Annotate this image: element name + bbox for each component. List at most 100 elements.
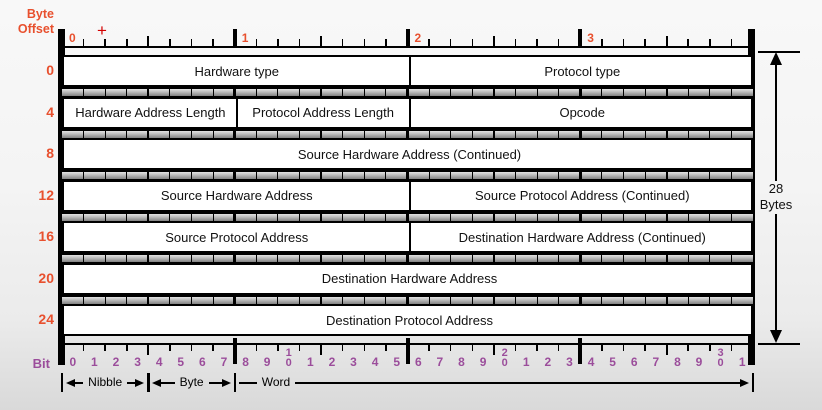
bit-number: 8 — [458, 355, 465, 369]
field-cell: Protocol Address Length — [252, 105, 394, 120]
field-cell: Opcode — [559, 105, 606, 120]
separator-line — [191, 296, 193, 304]
field-cell: Destination Hardware Address — [321, 271, 498, 286]
separator-line — [277, 89, 279, 96]
separator-line — [277, 213, 279, 221]
separator-line — [385, 89, 387, 96]
separator-line — [665, 296, 668, 304]
field-cell: Source Hardware Address — [160, 188, 313, 203]
arrow-right-icon — [740, 378, 749, 387]
bit-tick — [190, 39, 193, 47]
separator-line — [601, 89, 603, 96]
row-offset-label: 4 — [46, 103, 54, 120]
separator-line — [385, 296, 387, 304]
bit-number: 9 — [479, 355, 487, 369]
separator-line — [255, 213, 257, 221]
arrow-up-icon — [770, 52, 782, 65]
separator-line — [255, 255, 257, 262]
bit-tick — [277, 344, 279, 351]
size-indicator-value: 28 — [768, 181, 784, 196]
measure-bar — [751, 373, 755, 392]
row-offset-label: 16 — [38, 228, 54, 244]
separator-line — [514, 213, 516, 221]
separator-line — [644, 255, 646, 262]
separator-line — [471, 89, 473, 96]
separator-line — [428, 255, 430, 262]
row-offset-label: 12 — [38, 186, 54, 203]
separator-line — [428, 172, 430, 179]
separator-line — [601, 255, 603, 262]
measure-bar — [60, 373, 64, 392]
row-offset-label: 24 — [38, 311, 54, 327]
separator-line — [363, 213, 365, 221]
separator-line — [622, 213, 624, 221]
separator-line — [450, 172, 452, 179]
bit-tick — [104, 344, 106, 351]
separator-line — [342, 89, 344, 96]
separator-line — [687, 89, 689, 96]
bit-tick — [298, 344, 301, 351]
separator-line — [730, 255, 732, 262]
separator-line — [363, 255, 365, 262]
measure-line — [208, 381, 222, 384]
nibble-tick — [492, 36, 495, 47]
bit-tick — [277, 39, 279, 47]
separator-line — [428, 89, 430, 96]
separator-line — [147, 296, 150, 304]
bit-tick — [730, 344, 733, 351]
measure-line — [238, 381, 257, 384]
separator-line — [83, 172, 85, 179]
byte-offset-label-line2: Offset — [17, 22, 54, 36]
bit-number: 3 — [566, 355, 573, 369]
separator-line — [578, 172, 582, 179]
separator-line — [578, 255, 582, 262]
separator-line — [536, 296, 538, 304]
separator-line — [709, 172, 711, 179]
separator-line — [514, 89, 516, 96]
measure-line — [127, 381, 136, 384]
field-cell: Source Protocol Address — [165, 229, 309, 245]
arrow-right-icon — [135, 378, 145, 387]
separator-line — [169, 255, 171, 262]
left-frame-bar — [58, 29, 65, 365]
separator-line — [83, 213, 85, 221]
separator-line — [385, 172, 387, 179]
measure-segment: Byte — [152, 374, 231, 391]
row-offset-label: 8 — [46, 145, 54, 161]
field-cell: Destination Protocol Address — [326, 312, 493, 328]
bit-tick — [169, 344, 171, 351]
separator-line — [536, 255, 538, 262]
separator-line — [342, 255, 344, 262]
separator-line — [536, 89, 538, 96]
bit-tick — [126, 344, 128, 351]
separator-line — [601, 213, 603, 221]
separator-line — [730, 172, 732, 179]
packet-row: Destination Protocol Address — [62, 304, 753, 336]
cell-divider — [408, 181, 411, 210]
separator-line — [191, 130, 193, 138]
nibble-tick — [147, 36, 150, 47]
nibble-tick — [320, 36, 323, 47]
measure-segment: Nibble — [66, 374, 145, 391]
separator-line — [687, 130, 689, 138]
separator-line — [406, 255, 409, 262]
separator-line — [450, 89, 452, 96]
separator-line — [104, 89, 106, 96]
packet-row: Source Hardware Address (Continued) — [62, 138, 753, 170]
field-cell: Source Protocol Address (Continued) — [474, 188, 690, 203]
separator-line — [233, 89, 237, 96]
separator-line — [558, 172, 560, 179]
separator-line — [471, 296, 473, 304]
byte-offset-label-line1: Byte — [26, 7, 54, 21]
separator-line — [83, 89, 85, 96]
separator-line — [233, 296, 237, 304]
bit-tick — [428, 39, 430, 47]
separator-line — [212, 213, 214, 221]
separator-line — [212, 172, 214, 179]
separator-line — [709, 89, 711, 96]
separator-line — [665, 255, 668, 262]
separator-line — [558, 130, 560, 138]
